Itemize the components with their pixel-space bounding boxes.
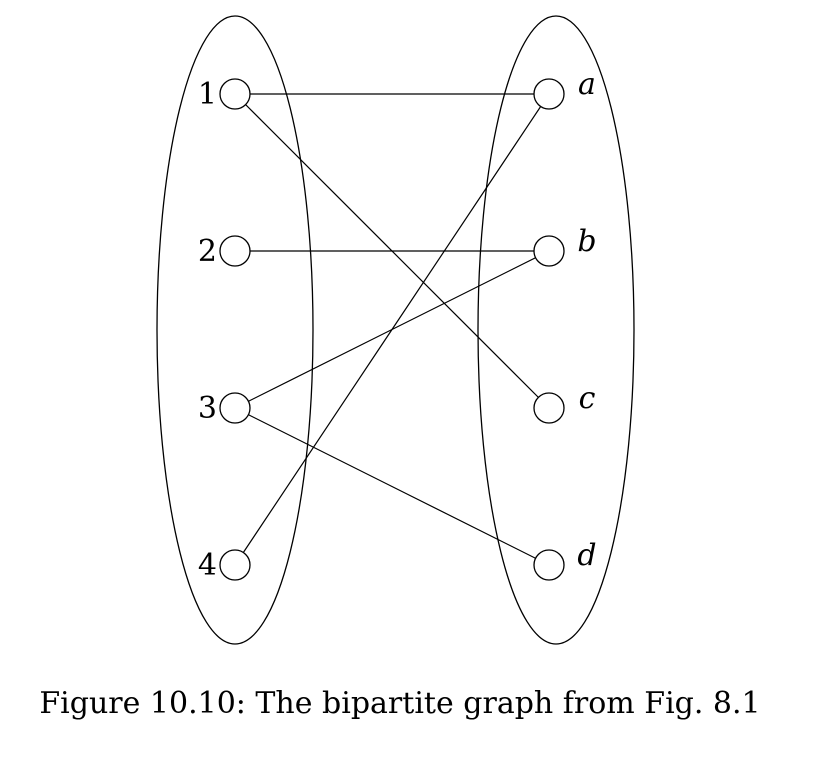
node-d bbox=[533, 549, 565, 581]
node-a bbox=[533, 78, 565, 110]
figure-caption: Figure 10.10: The bipartite graph from F… bbox=[39, 686, 761, 721]
node-label-1: 1 bbox=[198, 77, 217, 112]
node-label-b: b bbox=[577, 224, 596, 259]
node-label-d: d bbox=[577, 538, 596, 573]
node-label-4: 4 bbox=[198, 548, 217, 583]
node-3 bbox=[219, 392, 251, 424]
node-b bbox=[533, 235, 565, 267]
node-label-2: 2 bbox=[198, 234, 217, 269]
node-label-c: c bbox=[579, 381, 596, 416]
node-labels: 1 2 3 4 a b c d bbox=[198, 67, 597, 583]
node-label-3: 3 bbox=[198, 391, 217, 426]
node-2 bbox=[219, 235, 251, 267]
node-c bbox=[533, 392, 565, 424]
edge-3-d bbox=[234, 407, 550, 566]
node-label-a: a bbox=[578, 67, 596, 102]
nodes bbox=[219, 78, 565, 581]
edge-4-a bbox=[234, 93, 550, 566]
node-4 bbox=[219, 549, 251, 581]
node-1 bbox=[219, 78, 251, 110]
right-vertex-set-ellipse bbox=[477, 15, 635, 645]
left-vertex-set-ellipse bbox=[156, 15, 314, 645]
edges bbox=[234, 93, 550, 566]
